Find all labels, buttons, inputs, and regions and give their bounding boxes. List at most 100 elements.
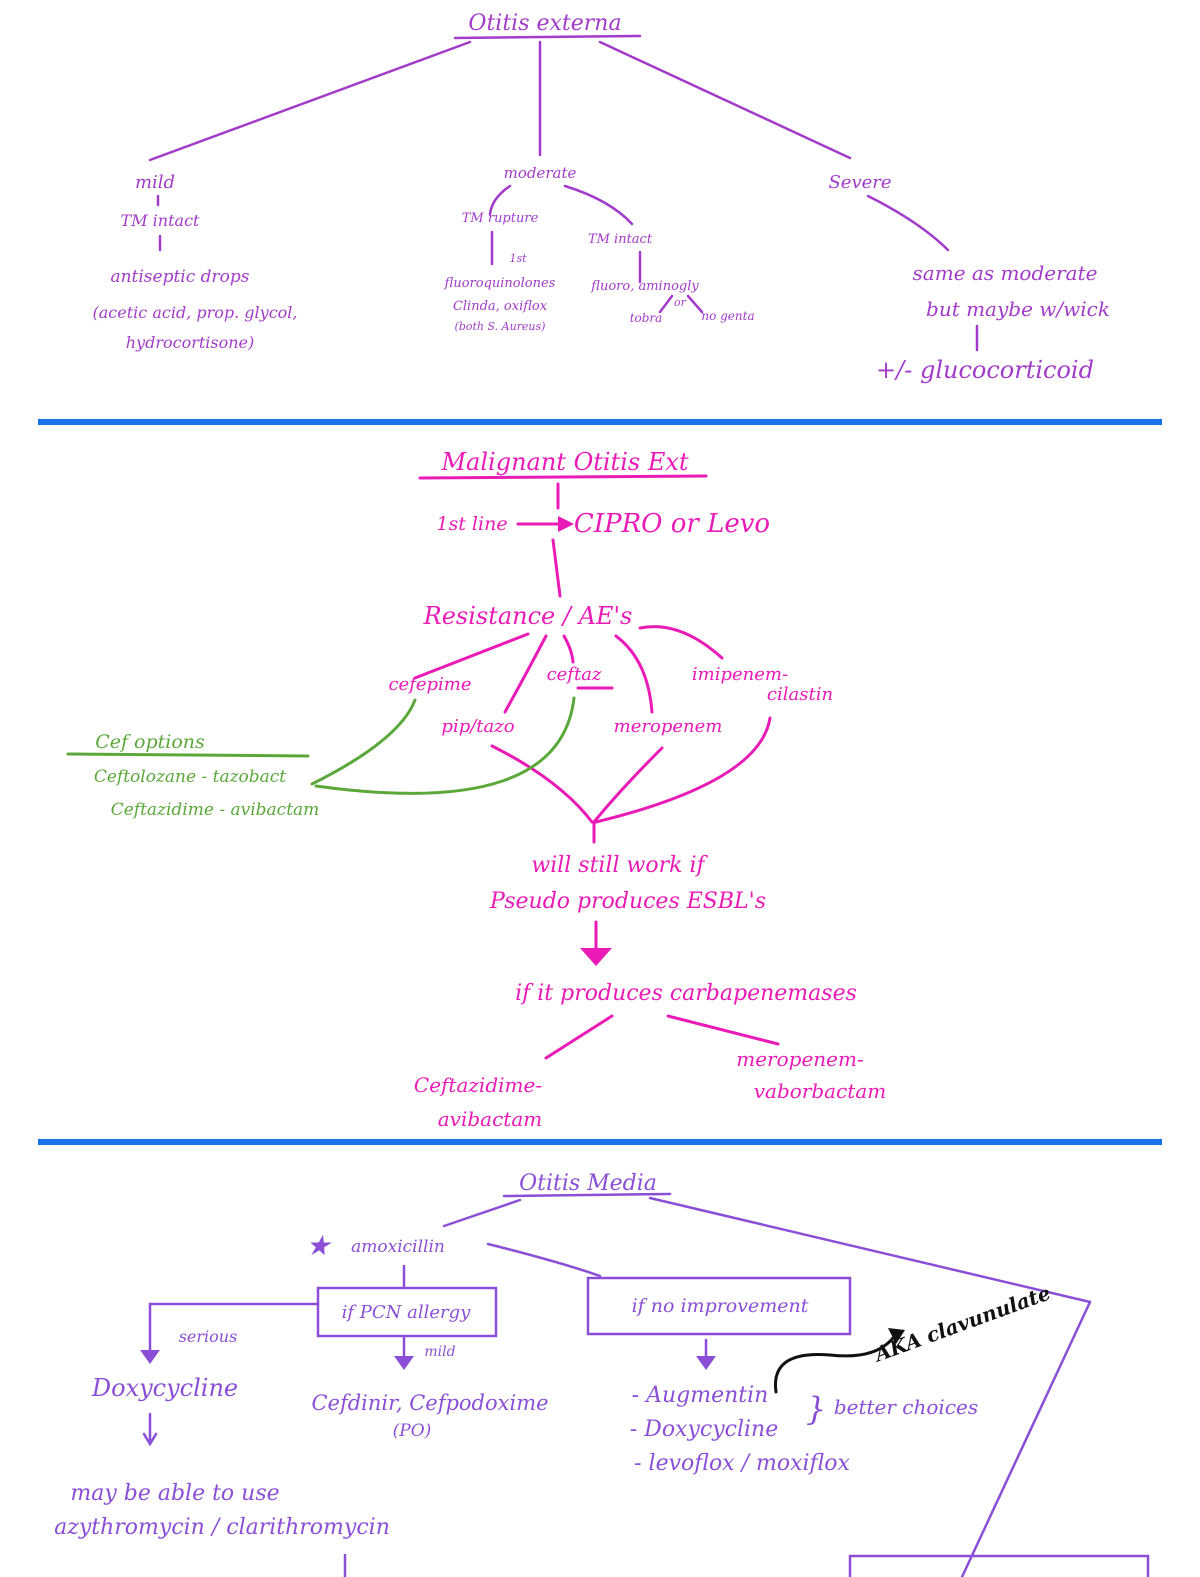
converge-imipenem (594, 716, 772, 824)
fluoroquinolones-label: fluoroquinolones (444, 276, 556, 291)
bottom-partial-box (848, 1554, 1150, 1577)
strain-label: (both S. Aureus) (455, 320, 546, 333)
media-to-right (648, 1196, 1092, 1304)
piptazo-label: pip/tazo (441, 716, 514, 737)
po-label: (PO) (393, 1421, 432, 1441)
branch-meropenem (614, 634, 654, 714)
mild-detail-2: hydrocortisone) (126, 333, 255, 352)
cef-option-2: Ceftazidime - avibactam (111, 800, 320, 820)
severe-connector (866, 194, 950, 252)
tobra-label: tobra (630, 311, 663, 325)
doxy-down-arrowhead (142, 1432, 158, 1447)
converge-meropenem (592, 746, 664, 824)
moderate-tm-intact: TM intact (588, 232, 653, 247)
moderate-label: moderate (504, 164, 577, 182)
serious-arrowhead (140, 1350, 160, 1364)
severe-label: Severe (828, 172, 891, 193)
moderate-left (488, 184, 512, 216)
mild-detail-1: (acetic acid, prop. glycol, (93, 303, 298, 322)
otitis-externa-title: Otitis externa (468, 11, 621, 36)
title-underline (453, 34, 642, 40)
serious-label: serious (179, 1327, 238, 1346)
first-line-arrowhead (558, 516, 574, 532)
media-underline (502, 1192, 672, 1198)
aka-arrow (773, 1336, 895, 1394)
mild-treatment: antiseptic drops (110, 267, 249, 287)
or-label: or (674, 296, 687, 309)
doxycycline-label: Doxycycline (91, 1374, 238, 1402)
ceftaz-green-link (314, 696, 576, 795)
brace-icon: } (806, 1390, 826, 1428)
amox-to-noimprove (486, 1242, 602, 1278)
branch-piptazo (503, 634, 548, 714)
pcn-to-serious (148, 1302, 320, 1352)
otitis-externa-section: Otitis externa mild TM intact antiseptic… (93, 11, 1110, 384)
star-icon: ★ (305, 1229, 332, 1262)
first-line-drugs: CIPRO or Levo (574, 509, 770, 539)
cephalosporins-label: Cefdinir, Cefpodoxime (311, 1391, 548, 1415)
severe-line-3: +/- glucocorticoid (876, 356, 1094, 384)
cef-options-underline (66, 752, 310, 758)
result-left-1: Ceftazidime- (414, 1073, 542, 1097)
malignant-otitis-section: Malignant Otitis Ext 1st line CIPRO or L… (66, 448, 886, 1131)
doxy-2-label: - Doxycycline (630, 1417, 778, 1442)
media-mild-label: mild (424, 1344, 455, 1360)
esbl-arrowhead (580, 948, 612, 966)
imipenem-label: imipenem- (692, 664, 788, 685)
moderate-tm-rupture: TM rupture (462, 211, 539, 226)
pcn-allergy-box (316, 1286, 498, 1338)
converge-piptazo (490, 744, 594, 824)
right-long-line (960, 1300, 1092, 1577)
first-line-label: 1st line (436, 513, 507, 535)
esbl-line-1: will still work if (531, 853, 708, 878)
pcn-allergy-label: if PCN allergy (342, 1302, 472, 1323)
cipro-connector (551, 538, 562, 598)
mild-arrowhead (394, 1356, 414, 1370)
aka-label: AKA clavunulate (870, 1280, 1054, 1367)
result-right-2: vaborbactam (754, 1079, 886, 1103)
branch-cefepime (413, 632, 530, 680)
media-to-amox (442, 1198, 522, 1228)
mild-tm-intact: TM intact (121, 211, 200, 230)
cefepime-label: cefepime (388, 674, 471, 695)
cilastin-label: cilastin (767, 684, 833, 705)
cef-option-1: Ceftolozane - tazobact (94, 767, 286, 787)
meropenem-label: meropenem (614, 716, 723, 737)
severe-line-2: but maybe w/wick (926, 297, 1110, 321)
otitis-media-section: Otitis Media ★ amoxicillin if PCN allerg… (54, 1171, 1150, 1577)
amoxicillin-label: amoxicillin (351, 1237, 445, 1257)
severe-line-1: same as moderate (913, 261, 1098, 285)
branch-imipenem (638, 625, 724, 660)
fluoro-amino-label: fluoro, aminogly (590, 279, 699, 294)
cefepime-green-link (310, 698, 417, 786)
tobra-branch (658, 294, 674, 314)
augmentin-label: - Augmentin (632, 1383, 769, 1408)
no-genta-label: no genta (701, 309, 754, 323)
quinolones-label: - levoflox / moxiflox (634, 1451, 850, 1476)
noimprove-arrowhead (696, 1356, 716, 1370)
carba-left (544, 1014, 614, 1060)
branch-severe (598, 40, 852, 160)
result-left-2: avibactam (438, 1107, 542, 1131)
carba-right (666, 1014, 780, 1046)
resistance-label: Resistance / AE's (423, 602, 633, 630)
no-improvement-box (586, 1276, 852, 1336)
aka-annotation: AKA clavunulate (870, 1280, 1054, 1367)
moderate-right (563, 184, 634, 226)
branch-mild (148, 40, 472, 162)
otitis-media-title: Otitis Media (519, 1171, 657, 1196)
no-improvement-label: if no improvement (632, 1295, 809, 1317)
ceftaz-label: ceftaz (547, 664, 602, 685)
may-line-1: may be able to use (70, 1481, 279, 1506)
cef-options-title: Cef options (95, 731, 205, 753)
better-choices-label: better choices (834, 1395, 978, 1419)
branch-ceftaz (562, 634, 575, 664)
result-right-1: meropenem- (736, 1047, 864, 1071)
malignant-title: Malignant Otitis Ext (440, 448, 688, 476)
carbapenemases-label: if it produces carbapenemases (515, 981, 857, 1006)
malignant-underline (418, 474, 708, 480)
esbl-line-2: Pseudo produces ESBL's (489, 889, 766, 914)
may-line-2: azythromycin / clarithromycin (54, 1515, 390, 1540)
genta-branch (686, 294, 704, 314)
